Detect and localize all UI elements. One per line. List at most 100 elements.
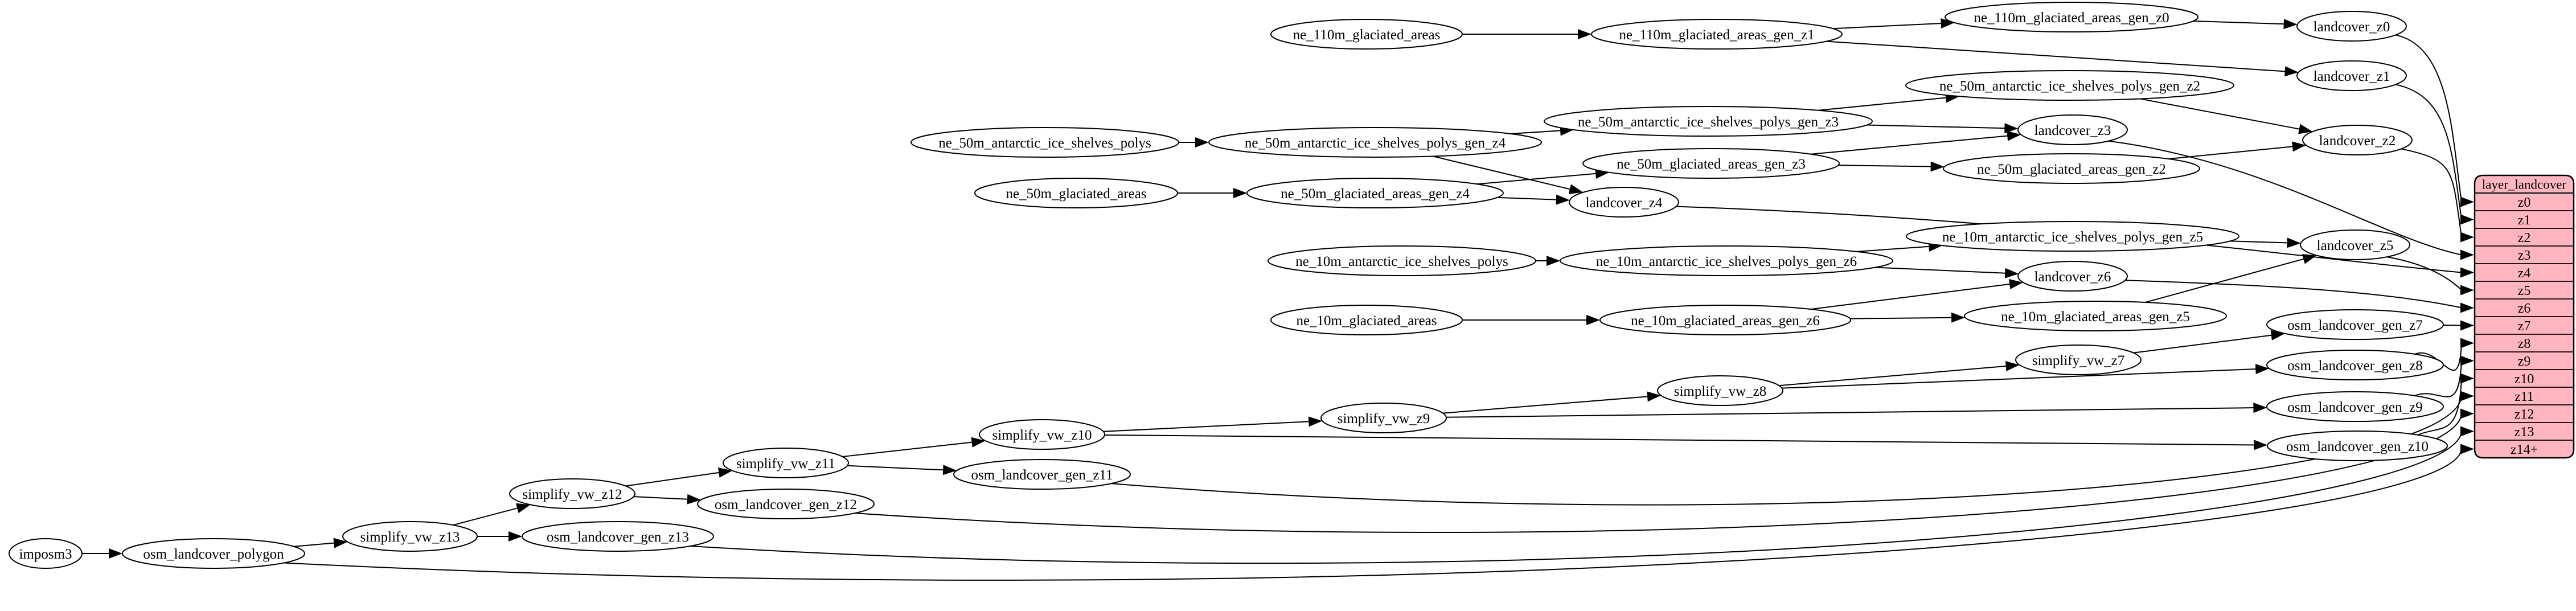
edge-line — [1826, 40, 2287, 72]
node-ellipse-osm_landcover_polygon — [122, 538, 305, 569]
node-landcover_z6: landcover_z6 — [2017, 261, 2128, 292]
edge-arrowhead-icon — [942, 465, 957, 475]
node-simplify_vw_z8: simplify_vw_z8 — [1657, 375, 1783, 406]
node-simplify_vw_z10: simplify_vw_z10 — [979, 419, 1105, 450]
node-label-ne_110m_glaciated_areas_gen_z0: ne_110m_glaciated_areas_gen_z0 — [1974, 10, 2169, 26]
node-label-osm_landcover_gen_z10: osm_landcover_gen_z10 — [2286, 439, 2429, 454]
edge-line — [633, 496, 690, 500]
table-row-z4: z4 — [2518, 266, 2531, 281]
node-label-landcover_z5: landcover_z5 — [2317, 238, 2394, 253]
node-ne_10m_glaciated_areas_gen_z5: ne_10m_glaciated_areas_gen_z5 — [1964, 301, 2227, 331]
edge-ne_50m_glaciated_areas_gen_z3-to-landcover_z3 — [1811, 130, 2021, 155]
edge-arrowhead-icon — [2460, 196, 2474, 207]
node-label-osm_landcover_gen_z11: osm_landcover_gen_z11 — [971, 468, 1113, 483]
edge-arrowhead-icon — [1941, 18, 1955, 29]
node-label-osm_landcover_gen_z7: osm_landcover_gen_z7 — [2287, 318, 2422, 333]
edge-line — [2417, 378, 2462, 436]
edge-line — [2401, 148, 2462, 237]
edge-line — [2230, 240, 2290, 244]
layer-landcover-table: layer_landcoverz0z1z2z3z4z5z6z7z8z9z10z1… — [2474, 174, 2575, 459]
node-ne_50m_glaciated_areas_gen_z2: ne_50m_glaciated_areas_gen_z2 — [1943, 153, 2200, 184]
node-ne_10m_antarctic_ice_shelves_polys: ne_10m_antarctic_ice_shelves_polys — [1268, 245, 1536, 276]
node-ellipse-imposm3 — [9, 538, 83, 569]
edge-arrowhead-icon — [2460, 444, 2474, 454]
node-osm_landcover_gen_z10: osm_landcover_gen_z10 — [2267, 430, 2448, 461]
node-ellipse-landcover_z6 — [2017, 261, 2128, 292]
node-label-ne_50m_antarctic_ice_shelves_polys_gen_z3: ne_50m_antarctic_ice_shelves_polys_gen_z… — [1578, 114, 1839, 130]
edge-ne_10m_glaciated_areas_gen_z5-to-landcover_z5 — [2145, 254, 2317, 303]
edge-ne_50m_glaciated_areas_gen_z3-to-ne_50m_glaciated_areas_gen_z2 — [1838, 161, 1945, 172]
edge-osm_landcover_gen_z13-to-row-z13 — [690, 426, 2474, 564]
node-label-ne_50m_antarctic_ice_shelves_polys_gen_z2: ne_50m_antarctic_ice_shelves_polys_gen_z… — [1939, 79, 2200, 94]
edge-arrowhead-icon — [515, 503, 531, 514]
edge-imposm3-to-osm_landcover_polygon — [82, 548, 122, 559]
edge-line — [1867, 124, 2007, 129]
node-label-simplify_vw_z13: simplify_vw_z13 — [360, 530, 460, 545]
edge-landcover_z2-to-row-z2 — [2401, 148, 2474, 243]
edge-ne_110m_glaciated_areas_gen_z1-to-ne_110m_glaciated_areas_gen_z0 — [1832, 18, 1955, 30]
node-ellipse-simplify_vw_z10 — [979, 419, 1105, 450]
node-label-osm_landcover_gen_z9: osm_landcover_gen_z9 — [2287, 400, 2422, 415]
edge-ne_10m_antarctic_ice_shelves_polys-to-ne_10m_antarctic_ice_shelves_polys_gen_z6 — [1536, 256, 1560, 266]
edge-arrowhead-icon — [1547, 256, 1560, 266]
node-simplify_vw_z7: simplify_vw_z7 — [2015, 345, 2142, 375]
edge-simplify_vw_z7-to-osm_landcover_gen_z7 — [2133, 330, 2285, 354]
node-ellipse-osm_landcover_gen_z9 — [2266, 391, 2444, 422]
node-ne_110m_glaciated_areas_gen_z0: ne_110m_glaciated_areas_gen_z0 — [1945, 2, 2198, 32]
node-ne_10m_glaciated_areas_gen_z6: ne_10m_glaciated_areas_gen_z6 — [1599, 305, 1851, 335]
node-simplify_vw_z11: simplify_vw_z11 — [723, 448, 849, 478]
edge-arrowhead-icon — [971, 437, 986, 448]
edge-ne_50m_glaciated_areas_gen_z4-to-ne_50m_glaciated_areas_gen_z3 — [1476, 168, 1610, 185]
node-landcover_z5: landcover_z5 — [2300, 229, 2410, 260]
table-row-z13: z13 — [2515, 425, 2534, 440]
edge-osm_landcover_gen_z10-to-row-z10 — [2417, 373, 2474, 436]
edge-arrowhead-icon — [2460, 320, 2474, 331]
edge-simplify_vw_z9-to-simplify_vw_z8 — [1442, 391, 1661, 414]
node-ellipse-ne_10m_antarctic_ice_shelves_polys_gen_z5 — [1906, 221, 2239, 252]
edge-arrowhead-icon — [2460, 408, 2474, 419]
edge-line — [2108, 140, 2462, 256]
edge-line — [1779, 365, 2008, 387]
node-label-simplify_vw_z12: simplify_vw_z12 — [523, 487, 622, 502]
edge-arrowhead-icon — [1233, 188, 1247, 198]
edge-line — [1476, 173, 1598, 185]
edge-arrowhead-icon — [2004, 268, 2019, 278]
edge-arrowhead-icon — [718, 468, 733, 478]
edge-line — [625, 471, 721, 487]
edge-arrowhead-icon — [1568, 184, 1584, 194]
edge-landcover_z3-to-row-z3 — [2108, 140, 2474, 260]
node-ellipse-simplify_vw_z9 — [1320, 403, 1447, 433]
edge-line — [1811, 283, 2012, 310]
edge-ne_50m_antarctic_ice_shelves_polys_gen_z3-to-landcover_z3 — [1867, 123, 2019, 134]
edge-line — [1850, 317, 1954, 319]
edge-simplify_vw_z10-to-simplify_vw_z9 — [1103, 416, 1323, 432]
node-osm_landcover_gen_z9: osm_landcover_gen_z9 — [2266, 391, 2444, 422]
node-landcover_z3: landcover_z3 — [2017, 114, 2128, 145]
node-ellipse-osm_landcover_gen_z13 — [522, 521, 714, 552]
node-label-ne_10m_antarctic_ice_shelves_polys: ne_10m_antarctic_ice_shelves_polys — [1295, 254, 1508, 269]
node-ellipse-landcover_z0 — [2296, 11, 2407, 42]
node-ne_10m_antarctic_ice_shelves_polys_gen_z5: ne_10m_antarctic_ice_shelves_polys_gen_z… — [1906, 221, 2239, 252]
edge-ne_50m_antarctic_ice_shelves_polys_gen_z3-to-ne_50m_antarctic_ice_shelves_polys_gen_z2 — [1818, 92, 1960, 111]
node-ellipse-ne_50m_antarctic_ice_shelves_polys_gen_z3 — [1544, 106, 1873, 137]
edge-arrowhead-icon — [2004, 123, 2019, 134]
edge-simplify_vw_z8-to-simplify_vw_z7 — [1779, 360, 2020, 387]
node-ellipse-ne_10m_glaciated_areas_gen_z5 — [1964, 301, 2227, 331]
node-label-ne_50m_antarctic_ice_shelves_polys_gen_z4: ne_50m_antarctic_ice_shelves_polys_gen_z… — [1245, 136, 1506, 151]
node-ellipse-ne_50m_glaciated_areas_gen_z3 — [1582, 148, 1840, 179]
edge-line — [1510, 130, 1563, 134]
edge-line — [2168, 145, 2295, 160]
edge-ne_10m_antarctic_ice_shelves_polys_gen_z6-to-landcover_z6 — [1875, 266, 2019, 278]
node-label-ne_10m_antarctic_ice_shelves_polys_gen_z6: ne_10m_antarctic_ice_shelves_polys_gen_z… — [1596, 254, 1857, 269]
edge-line — [2395, 84, 2462, 220]
edge-line — [1782, 368, 2258, 389]
edge-line — [1832, 22, 1943, 30]
edge-arrowhead-icon — [333, 538, 348, 548]
node-label-landcover_z3: landcover_z3 — [2034, 123, 2111, 138]
edge-arrowhead-icon — [2460, 338, 2474, 348]
node-ellipse-landcover_z3 — [2017, 114, 2128, 145]
node-label-imposm3: imposm3 — [19, 547, 72, 562]
node-ne_50m_antarctic_ice_shelves_polys_gen_z2: ne_50m_antarctic_ice_shelves_polys_gen_z… — [1905, 70, 2234, 101]
node-label-landcover_z4: landcover_z4 — [1586, 195, 1663, 211]
node-ne_50m_antarctic_ice_shelves_polys_gen_z3: ne_50m_antarctic_ice_shelves_polys_gen_z… — [1544, 106, 1873, 137]
